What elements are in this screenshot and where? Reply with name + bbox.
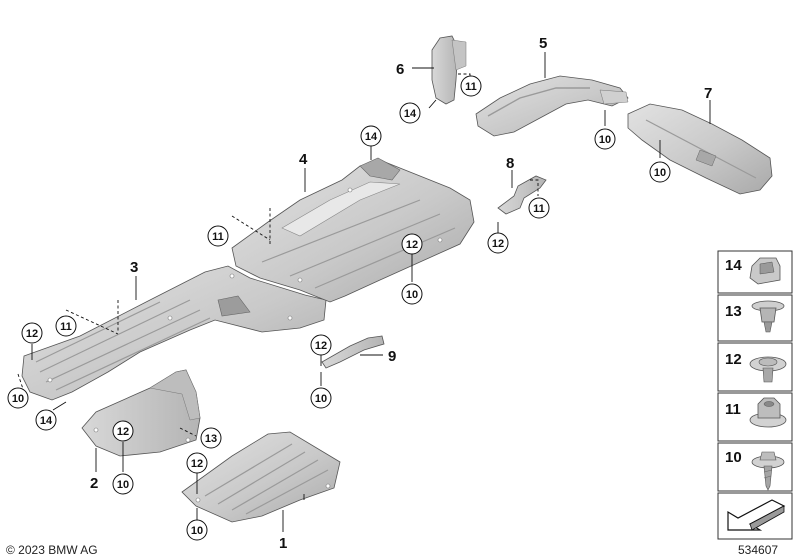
svg-text:13: 13 [725, 303, 742, 320]
svg-text:14: 14 [40, 415, 53, 427]
hex-nut-icon [749, 397, 787, 428]
part-number-2: 2 [90, 475, 98, 492]
svg-text:11: 11 [465, 81, 477, 93]
legend-row-11[interactable]: 11 [717, 392, 793, 442]
svg-text:14: 14 [404, 108, 417, 120]
strip-part-9[interactable] [321, 335, 385, 369]
callout-11[interactable]: 11 [528, 197, 550, 219]
callout-12[interactable]: 12 [401, 233, 423, 255]
svg-text:10: 10 [12, 393, 24, 405]
panel-part-1[interactable] [181, 431, 341, 523]
svg-text:10: 10 [654, 167, 666, 179]
fastener-legend: 14 13 12 [717, 250, 793, 540]
callout-12[interactable]: 12 [112, 420, 134, 442]
callout-11[interactable]: 11 [207, 225, 229, 247]
part-number-8: 8 [506, 155, 514, 172]
part-number-1: 1 [279, 535, 287, 552]
callout-14[interactable]: 14 [35, 409, 57, 431]
part-number-7: 7 [704, 85, 712, 102]
callout-12[interactable]: 12 [310, 334, 332, 356]
svg-text:11: 11 [533, 203, 545, 215]
callout-10[interactable]: 10 [7, 387, 29, 409]
svg-text:13: 13 [205, 433, 217, 445]
callout-14[interactable]: 14 [360, 125, 382, 147]
legend-row-10[interactable]: 10 [717, 442, 793, 492]
part-number-9: 9 [388, 348, 396, 365]
panel-part-3[interactable] [21, 265, 327, 401]
panel-part-2[interactable] [81, 369, 201, 457]
panel-part-4[interactable] [231, 157, 475, 303]
callout-10[interactable]: 10 [401, 283, 423, 305]
part-number-6: 6 [396, 61, 404, 78]
callout-13[interactable]: 13 [200, 427, 222, 449]
callout-11[interactable]: 11 [55, 315, 77, 337]
callout-10[interactable]: 10 [186, 519, 208, 541]
collar-screw-icon [751, 451, 785, 491]
svg-text:12: 12 [725, 351, 742, 368]
expanding-rivet-icon [751, 300, 785, 333]
clip-nut-icon [749, 257, 781, 285]
svg-text:10: 10 [599, 134, 611, 146]
orientation-arrow-box [717, 492, 793, 540]
svg-text:12: 12 [315, 340, 327, 352]
svg-text:12: 12 [117, 426, 129, 438]
callout-circles: 12 12 12 12 12 12 10 10 10 10 10 10 10 1… [7, 75, 671, 541]
panel-part-7[interactable] [627, 103, 773, 195]
callout-12[interactable]: 12 [21, 322, 43, 344]
callout-10[interactable]: 10 [594, 128, 616, 150]
part-numbers: 1 2 3 4 5 6 7 8 9 [90, 35, 712, 552]
diagram-number: 534607 [738, 543, 778, 557]
bracket-part-6[interactable] [431, 35, 467, 105]
svg-text:12: 12 [191, 458, 203, 470]
svg-text:10: 10 [117, 479, 129, 491]
svg-text:10: 10 [315, 393, 327, 405]
part-number-3: 3 [130, 259, 138, 276]
svg-text:12: 12 [406, 239, 418, 251]
svg-text:11: 11 [725, 401, 741, 418]
part-number-5: 5 [539, 35, 547, 52]
legend-row-14[interactable]: 14 [717, 250, 793, 294]
callout-11[interactable]: 11 [460, 75, 482, 97]
svg-text:14: 14 [365, 131, 378, 143]
callout-10[interactable]: 10 [310, 387, 332, 409]
svg-text:11: 11 [212, 231, 224, 243]
part-number-4: 4 [299, 151, 308, 168]
panel-part-5[interactable] [475, 75, 629, 137]
svg-text:10: 10 [191, 525, 203, 537]
leader-lines [17, 52, 711, 532]
svg-text:10: 10 [406, 289, 418, 301]
svg-text:10: 10 [725, 449, 742, 466]
svg-text:14: 14 [725, 257, 742, 274]
callout-12[interactable]: 12 [487, 232, 509, 254]
flange-nut-icon [749, 356, 787, 383]
callout-14[interactable]: 14 [399, 102, 421, 124]
copyright-text: © 2023 BMW AG [6, 543, 98, 557]
legend-row-13[interactable]: 13 [717, 294, 793, 342]
svg-text:12: 12 [26, 328, 38, 340]
legend-row-12[interactable]: 12 [717, 342, 793, 392]
callout-10[interactable]: 10 [112, 473, 134, 495]
bracket-part-8[interactable] [497, 175, 547, 215]
callout-12[interactable]: 12 [186, 452, 208, 474]
callout-10[interactable]: 10 [649, 161, 671, 183]
svg-text:11: 11 [60, 321, 72, 333]
svg-text:12: 12 [492, 238, 504, 250]
orientation-arrow-icon [727, 499, 786, 531]
